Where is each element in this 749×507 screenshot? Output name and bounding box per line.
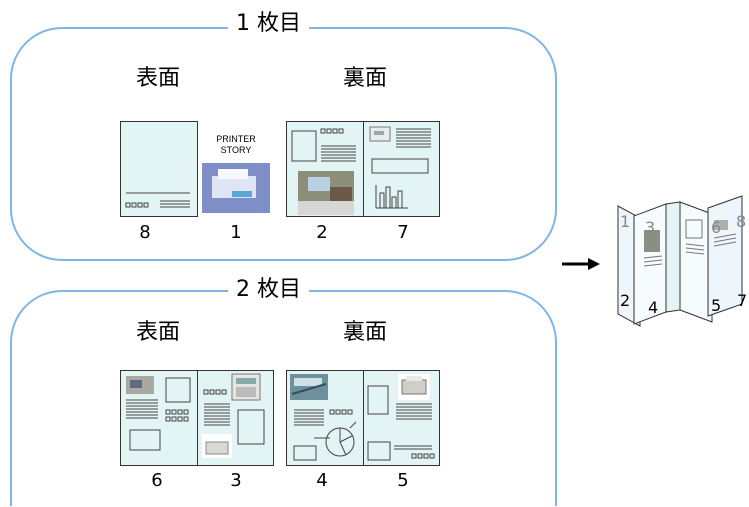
page-number: 7 [397, 222, 409, 243]
sheet-1-title: 1 枚目 [228, 11, 309, 37]
booklet-page-number: 2 [620, 291, 631, 310]
page-6-3-art [126, 373, 265, 458]
spread-fold [363, 370, 364, 466]
cover-line-2: STORY [220, 145, 252, 155]
sheet-2-back-label: 裏面 [343, 320, 388, 345]
cover-line-1: PRINTER [216, 134, 256, 144]
page-2-7-art [291, 126, 431, 215]
sheet-1-front-label: 表面 [136, 66, 181, 91]
arrow-right-icon [562, 258, 600, 270]
page-8-art [125, 121, 274, 217]
sheet-1-front-spread: PRINTER STORY [120, 121, 274, 217]
sheet-2-group [10, 290, 557, 506]
sheet-1-back-label: 裏面 [343, 66, 388, 91]
booklet-illustration [617, 195, 743, 327]
booklet-page-number: 3 [645, 218, 656, 237]
spread-fold [197, 121, 198, 217]
booklet-page-number: 8 [736, 212, 747, 231]
page-number: 2 [316, 222, 328, 243]
page-4-5-art [290, 374, 435, 461]
sheet-2-front-spread [120, 370, 274, 466]
sheet-1-back-spread [286, 121, 440, 217]
page-number: 3 [230, 470, 242, 491]
sheet-1-group [10, 27, 557, 261]
page-number: 8 [139, 222, 151, 243]
sheet-2-title: 2 枚目 [228, 277, 309, 303]
page-number: 5 [397, 470, 409, 491]
page-number: 6 [151, 470, 163, 491]
booklet-page-number: 7 [737, 291, 748, 310]
spread-fold [363, 121, 364, 217]
booklet-page-number: 6 [711, 218, 722, 237]
page-number: 1 [230, 222, 242, 243]
sheet-2-back-spread [286, 370, 440, 466]
spread-fold [197, 370, 198, 466]
cover-title: PRINTER STORY [198, 134, 274, 156]
booklet-page-number: 4 [648, 298, 659, 317]
booklet-page-number: 1 [620, 212, 631, 231]
page-number: 4 [316, 470, 328, 491]
booklet-page-number: 5 [711, 296, 722, 315]
sheet-2-front-label: 表面 [136, 320, 181, 345]
